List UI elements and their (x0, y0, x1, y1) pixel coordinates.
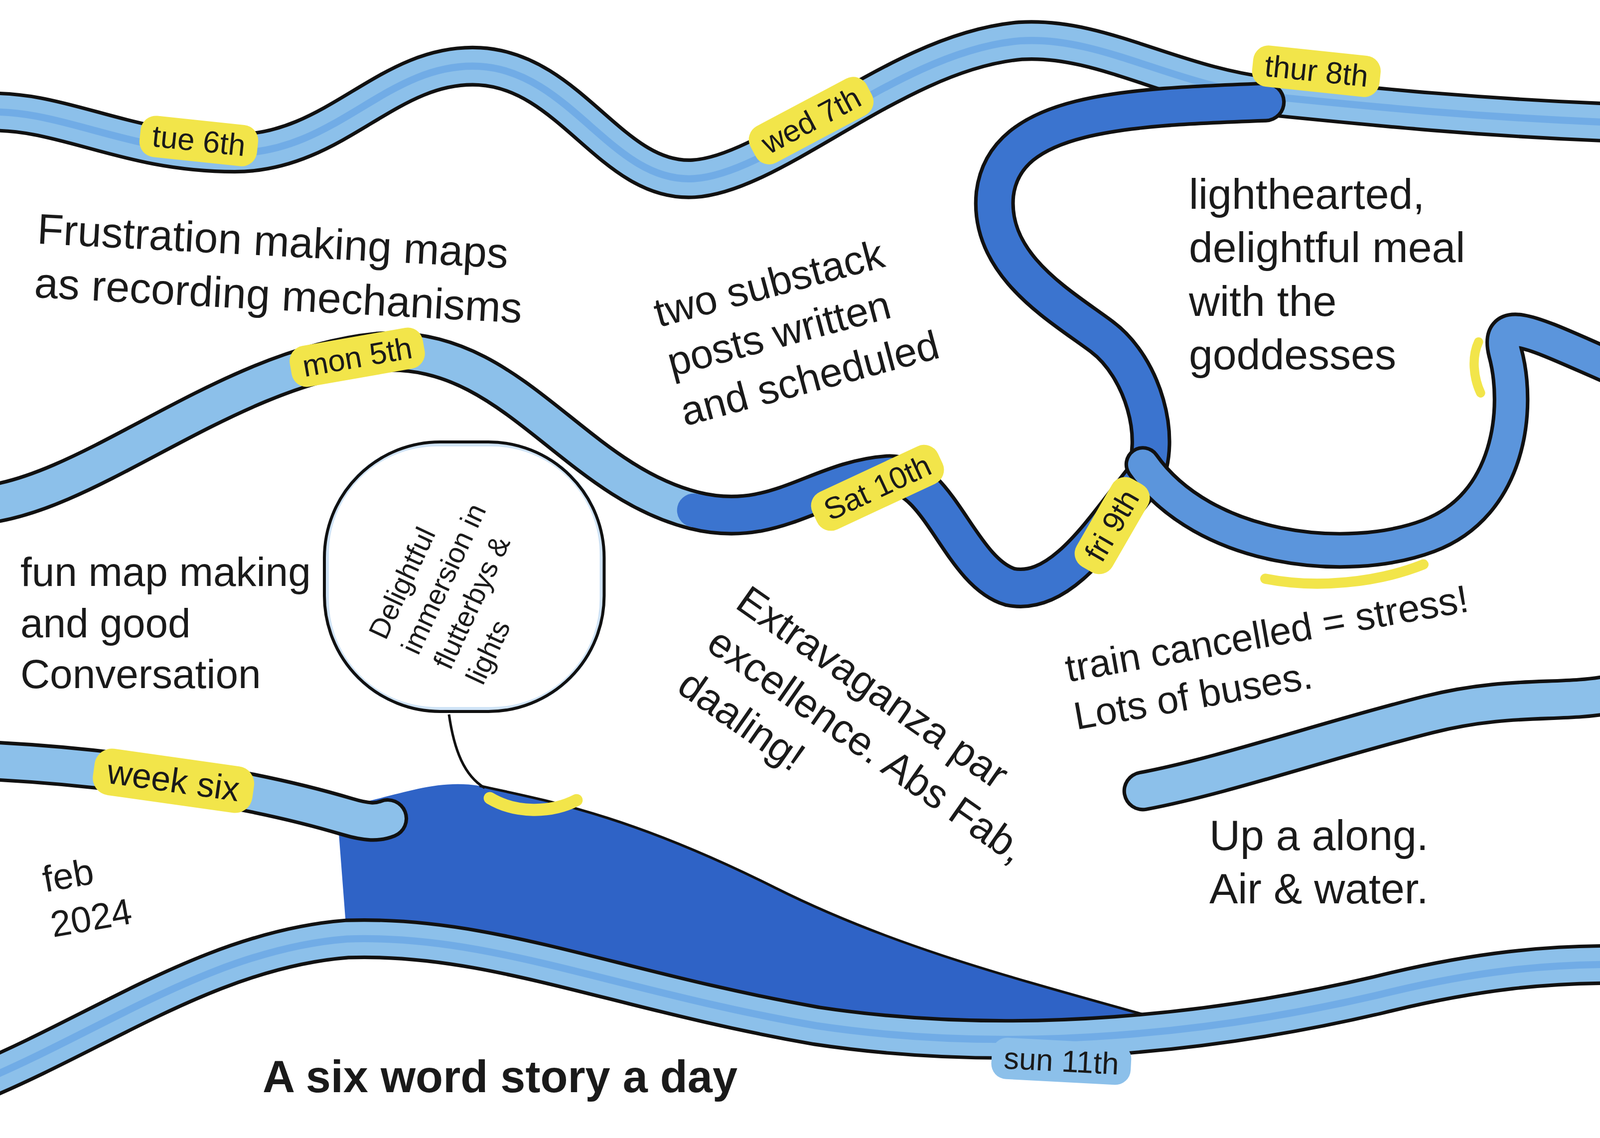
story-text: Up a along. Air & water. (1209, 808, 1465, 916)
date-label: feb 2024 (38, 838, 166, 949)
story-text: Delightful immersion in flutterbys & lig… (360, 462, 569, 690)
river-band (0, 938, 1600, 1082)
story-text: two substack posts written and scheduled (648, 215, 964, 438)
yellow-highlight (1265, 564, 1424, 584)
caption-text: A six word story a day (262, 1048, 738, 1105)
river-stripe (0, 938, 1600, 1082)
river-edge (0, 102, 1266, 588)
loop-line (324, 441, 604, 712)
day-label: Sat 10th (806, 439, 950, 537)
yellow-highlight (1473, 341, 1481, 393)
loop-tail (448, 714, 485, 788)
day-label: sun 11th (990, 1036, 1133, 1086)
yellow-highlight (489, 798, 577, 811)
story-text: lighthearted, delightful meal with the g… (1188, 167, 1475, 382)
day-label: wed 7th (743, 71, 879, 170)
day-label: fri 9th (1069, 471, 1156, 580)
river-edge (0, 40, 1600, 179)
day-label: tue 6th (138, 114, 260, 168)
story-text: Extravaganza par excellence. Abs Fab, da… (668, 574, 1108, 946)
story-text: fun map making and good Conversation (20, 547, 327, 701)
river-band (0, 40, 1600, 179)
day-label: mon 5th (287, 324, 428, 390)
river-stripe (0, 40, 1600, 179)
story-text: Frustration making maps as recording mec… (33, 202, 529, 335)
river-edge (0, 938, 1600, 1082)
loop-line-shadow (326, 443, 602, 710)
story-text: train cancelled = stress! Lots of buses. (1061, 565, 1531, 741)
week-label: week six (90, 746, 257, 816)
day-label: thur 8th (1250, 44, 1383, 99)
loop-outline: Delightful immersion in flutterbys & lig… (321, 438, 607, 715)
